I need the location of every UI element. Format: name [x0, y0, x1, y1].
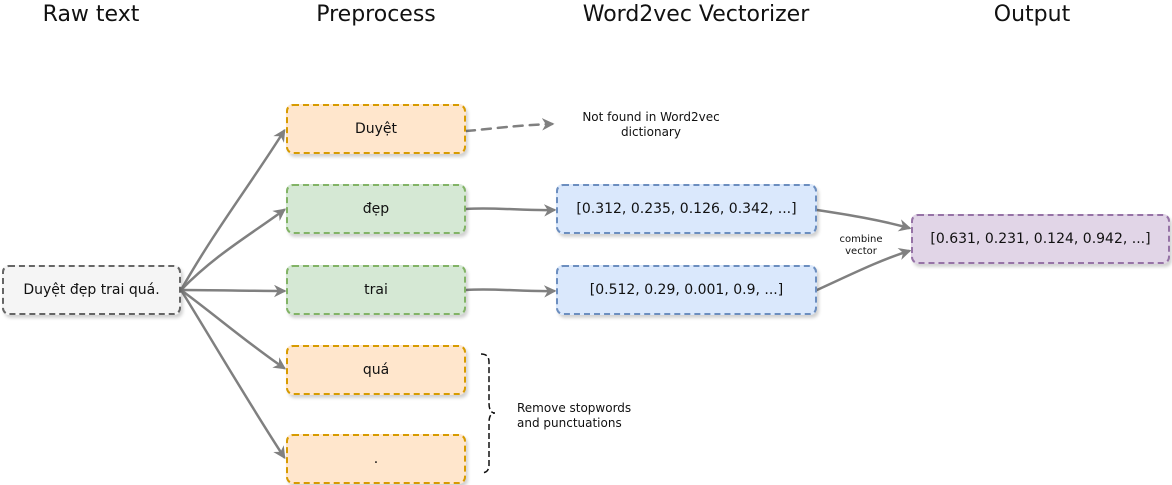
token-qua-box: quá [286, 345, 466, 395]
preprocess-title: Preprocess [316, 2, 436, 27]
token-duyet-box: Duyệt [286, 104, 466, 154]
stopwords-bracket [480, 353, 496, 474]
edge-raw-to-trai [179, 284, 287, 298]
token-dot-label: . [373, 451, 379, 467]
edge-trai-to-vector [464, 285, 557, 298]
token-dot-box: . [286, 434, 466, 484]
stopwords-note: Remove stopwords and punctuations [517, 401, 632, 430]
edge-raw-to-dep [179, 208, 287, 292]
edge-trai-vector-to-output [815, 247, 912, 292]
token-trai-box: trai [286, 265, 466, 315]
output-title: Output [993, 2, 1071, 27]
token-dep-box: đẹp [286, 184, 466, 234]
not-found-note: Not found in Word2vec dictionary [582, 110, 720, 139]
edge-duyet-not-found [464, 118, 555, 133]
output-vector-label: [0.631, 0.231, 0.124, 0.942, ...] [930, 231, 1151, 247]
combine-vector-note: combine vector [839, 234, 883, 257]
raw-text-box: Duyệt đẹp trai quá. [2, 265, 181, 315]
edge-raw-to-duyet [179, 128, 286, 292]
edge-dep-to-vector [464, 204, 557, 217]
edge-raw-to-qua [179, 288, 287, 370]
token-qua-label: quá [362, 362, 390, 378]
token-dep-label: đẹp [362, 201, 390, 217]
vector-dep-label: [0.312, 0.235, 0.126, 0.342, ...] [576, 201, 797, 217]
output-vector-box: [0.631, 0.231, 0.124, 0.942, ...] [911, 214, 1170, 264]
vector-trai-label: [0.512, 0.29, 0.001, 0.9, ...] [589, 282, 784, 298]
vector-trai-box: [0.512, 0.29, 0.001, 0.9, ...] [556, 265, 817, 315]
token-duyet-label: Duyệt [354, 121, 398, 137]
edge-dep-vector-to-output [815, 208, 912, 232]
raw-text-title: Raw text [42, 2, 140, 27]
raw-text-label: Duyệt đẹp trai quá. [23, 282, 160, 298]
edge-raw-to-dot [179, 288, 286, 460]
vectorizer-title: Word2vec Vectorizer [582, 2, 810, 27]
token-trai-label: trai [364, 282, 388, 298]
vector-dep-box: [0.312, 0.235, 0.126, 0.342, ...] [556, 184, 817, 234]
